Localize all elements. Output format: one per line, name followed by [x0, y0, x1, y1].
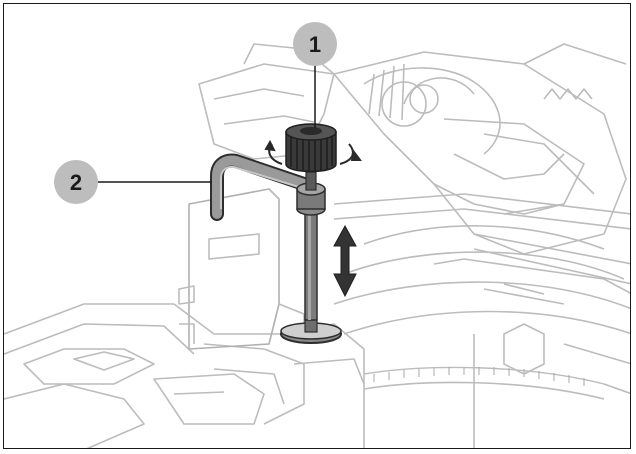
callout-1-label: 1: [309, 32, 321, 57]
workpiece-clamp: [210, 123, 342, 344]
clamp-knob: [285, 123, 337, 191]
up-down-arrow-icon: [333, 224, 357, 298]
clamp-arm: [210, 153, 326, 221]
diagram-frame: 1 2: [3, 3, 631, 449]
callout-2-label: 2: [70, 170, 82, 195]
miter-saw-clamp-diagram: 1 2: [4, 22, 630, 448]
callout-2: 2: [54, 160, 212, 204]
callout-1: 1: [293, 22, 337, 128]
rotate-arrow-icon: [264, 139, 362, 165]
